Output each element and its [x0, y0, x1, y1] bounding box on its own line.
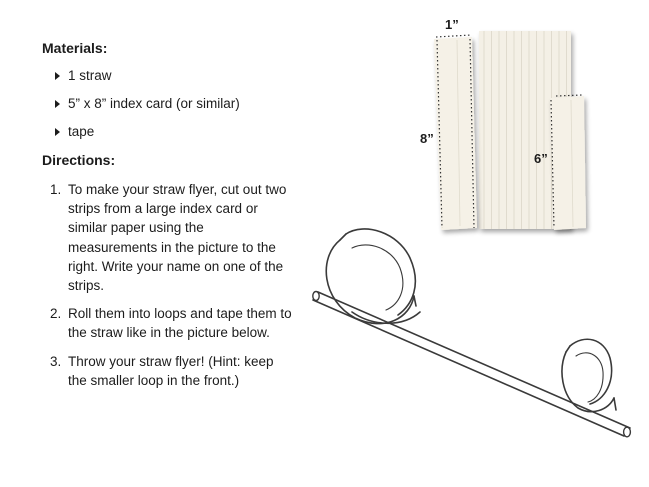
- dashed-measure-line: [435, 34, 472, 38]
- list-item: 5” x 8” index card (or similar): [40, 94, 240, 122]
- directions-list: 1. To make your straw flyer, cut out two …: [50, 180, 295, 399]
- small-loop: [561, 338, 617, 413]
- straw: [312, 290, 632, 438]
- material-label: tape: [68, 124, 95, 139]
- step-text: To make your straw flyer, cut out two st…: [68, 182, 287, 294]
- straw-flyer: [312, 228, 632, 438]
- triangle-bullet-icon: [55, 72, 60, 80]
- dashed-measure-line: [550, 99, 555, 229]
- triangle-bullet-icon: [55, 128, 60, 136]
- width-label: 1”: [445, 17, 459, 32]
- material-label: 5” x 8” index card (or similar): [68, 96, 240, 111]
- step-number: 3.: [50, 353, 62, 369]
- list-item: 1. To make your straw flyer, cut out two …: [50, 180, 295, 295]
- short-strip: [550, 94, 586, 230]
- list-item: 1 straw: [40, 66, 240, 94]
- long-length-label: 8”: [420, 131, 434, 146]
- triangle-bullet-icon: [55, 100, 60, 108]
- list-item: 2. Roll them into loops and tape them to …: [50, 304, 295, 342]
- dashed-measure-line: [555, 94, 583, 97]
- materials-list: 1 straw 5” x 8” index card (or similar) …: [40, 66, 240, 150]
- dashed-measure-line: [436, 39, 443, 229]
- list-item: tape: [40, 122, 240, 150]
- step-number: 2.: [50, 306, 62, 322]
- materials-heading: Materials:: [42, 40, 108, 56]
- material-label: 1 straw: [68, 68, 112, 83]
- step-text: Roll them into loops and tape them to th…: [68, 306, 292, 341]
- long-strip: [434, 34, 477, 230]
- list-item: 3. Throw your straw flyer! (Hint: keep th…: [50, 352, 295, 390]
- short-length-label: 6”: [534, 151, 548, 166]
- large-loop: [325, 228, 417, 325]
- directions-heading: Directions:: [42, 152, 116, 168]
- step-text: Throw your straw flyer! (Hint: keep the …: [68, 353, 274, 388]
- step-number: 1.: [50, 182, 62, 197]
